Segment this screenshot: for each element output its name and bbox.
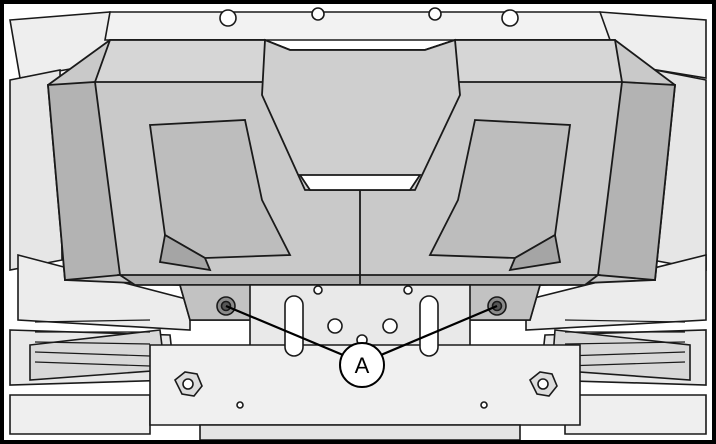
leader-line-left (225, 304, 344, 357)
callout-a: A (339, 342, 385, 388)
right-boot (564, 319, 686, 367)
leader-line-right (380, 304, 498, 357)
callout-circle (339, 342, 385, 388)
callout-leaders (225, 304, 498, 357)
left-boot (34, 319, 151, 367)
top-crossmember (104, 7, 612, 41)
callout-label-a: A (355, 353, 370, 378)
skid-plate (47, 38, 676, 321)
mounting-bracket (149, 284, 581, 441)
